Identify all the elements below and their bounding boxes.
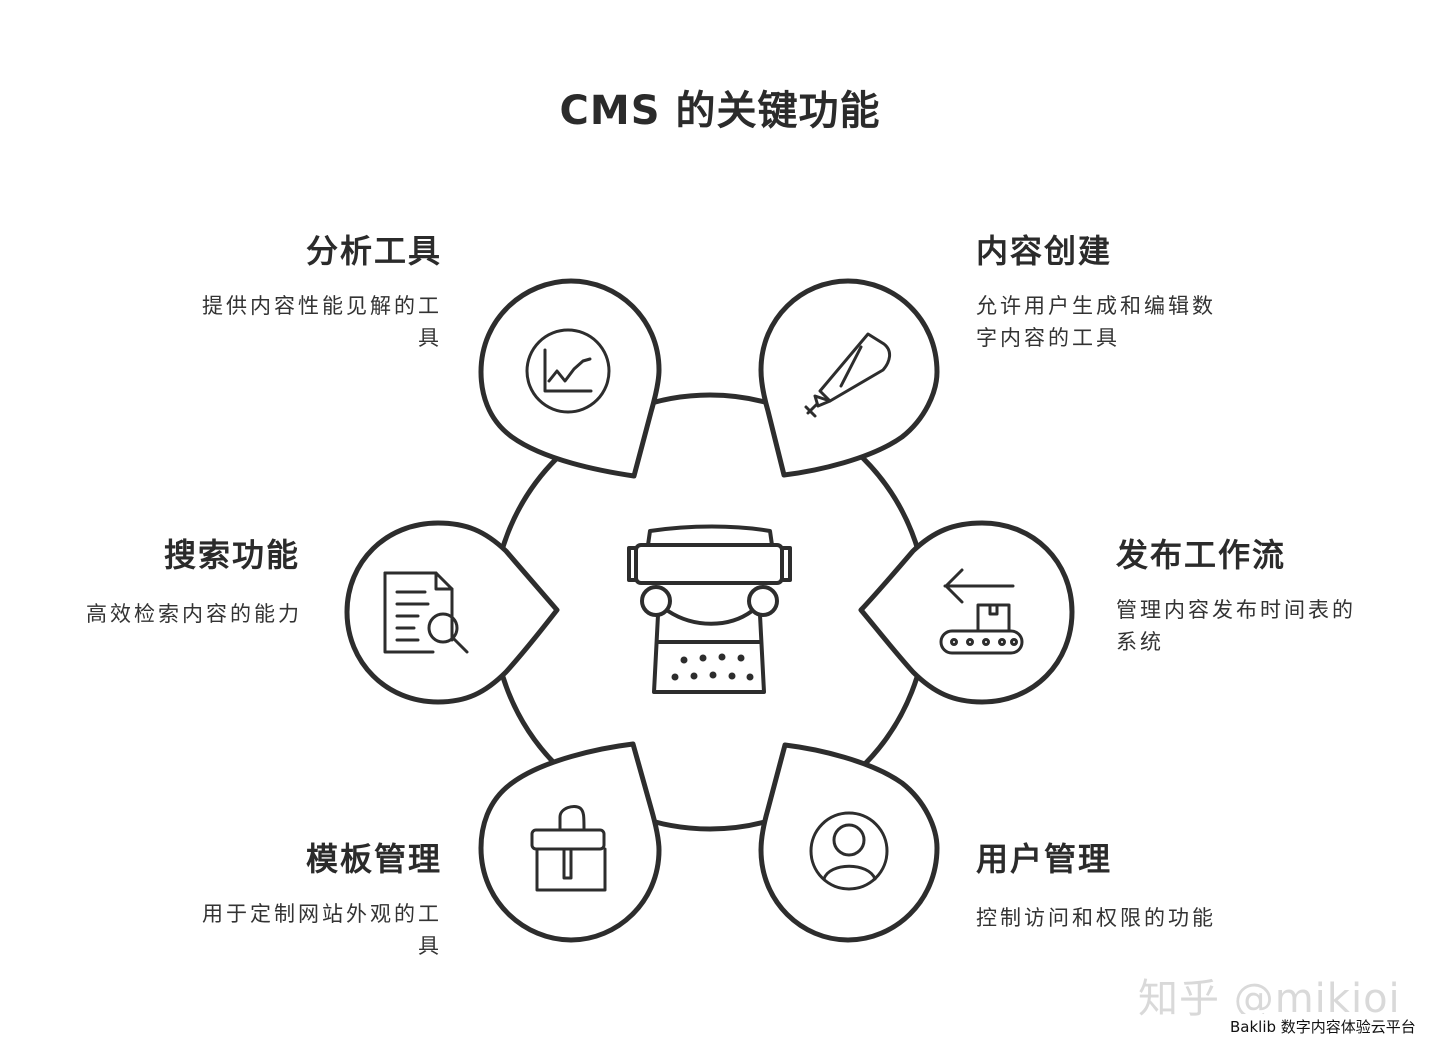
node-desc-publishing-line2: 系统: [1116, 626, 1436, 658]
node-desc-content-creation-line1: 允许用户生成和编辑数: [976, 290, 1306, 322]
node-title-search: 搜索功能: [40, 530, 300, 576]
node-desc-templates: 用于定制网站外观的工 具: [120, 898, 442, 962]
node-desc-users-line1: 控制访问和权限的功能: [976, 902, 1306, 934]
petal-templates: [481, 744, 659, 940]
node-desc-users: 控制访问和权限的功能: [976, 902, 1306, 934]
node-title-templates: 模板管理: [150, 834, 442, 880]
petal-users: [761, 745, 937, 940]
footer-caption: Baklib 数字内容体验云平台: [1230, 1014, 1436, 1040]
node-desc-content-creation-line2: 字内容的工具: [976, 322, 1306, 354]
petal-analytics: [481, 281, 659, 476]
node-title-analytics: 分析工具: [150, 226, 442, 272]
node-desc-search: 高效检索内容的能力: [20, 598, 302, 630]
node-desc-analytics-line2: 具: [120, 322, 442, 354]
node-desc-analytics: 提供内容性能见解的工 具: [120, 290, 442, 354]
node-desc-content-creation: 允许用户生成和编辑数 字内容的工具: [976, 290, 1306, 354]
node-title-users: 用户管理: [976, 834, 1276, 880]
node-desc-analytics-line1: 提供内容性能见解的工: [120, 290, 442, 322]
node-desc-templates-line1: 用于定制网站外观的工: [120, 898, 442, 930]
petal-content-creation: [761, 281, 937, 475]
node-desc-search-line1: 高效检索内容的能力: [20, 598, 302, 630]
node-title-content-creation: 内容创建: [976, 226, 1276, 272]
diagram-title: CMS 的关键功能: [0, 78, 1440, 136]
node-desc-templates-line2: 具: [120, 930, 442, 962]
node-desc-publishing-line1: 管理内容发布时间表的: [1116, 594, 1436, 626]
node-title-publishing: 发布工作流: [1116, 530, 1416, 576]
node-desc-publishing: 管理内容发布时间表的 系统: [1116, 594, 1436, 658]
